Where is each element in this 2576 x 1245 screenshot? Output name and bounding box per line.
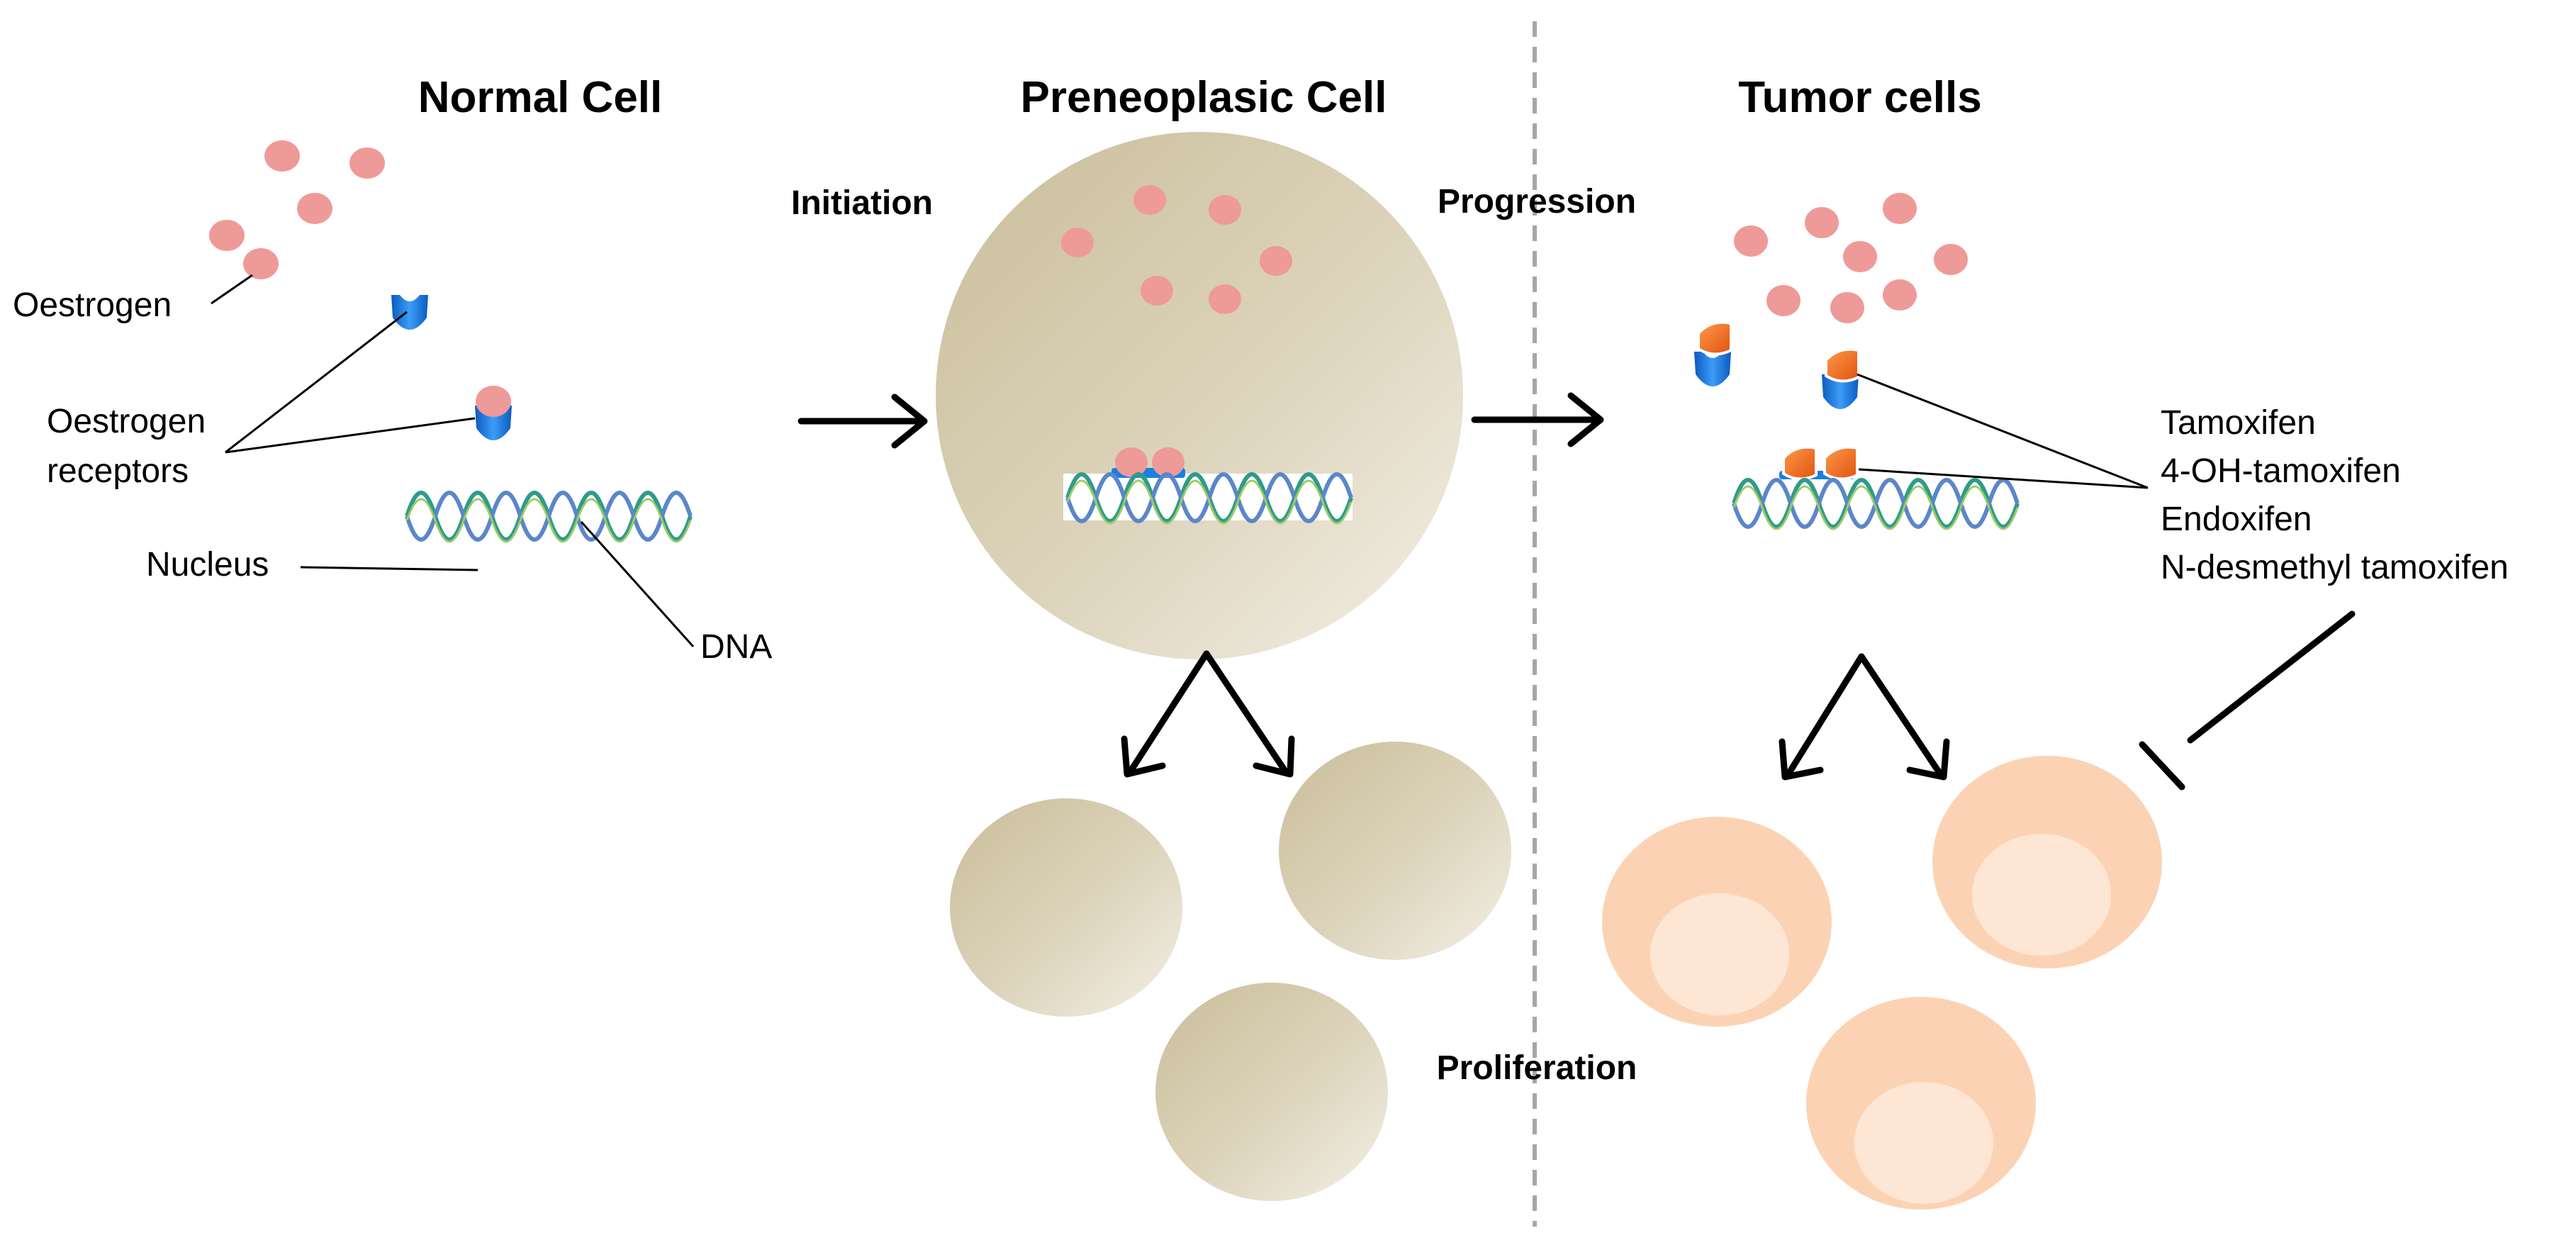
proliferation-arrows-preneoplastic <box>1121 650 1295 778</box>
tumor-cell-1 <box>1602 817 1832 1027</box>
initiation-arrow <box>797 393 928 449</box>
oestrogen-molecules-tumor <box>1734 193 1968 323</box>
receptor-with-drug-1 <box>1694 320 1732 386</box>
bound-drugs-on-dna <box>1779 445 1859 481</box>
proliferation-label: Proliferation <box>1437 1049 1637 1087</box>
title-tumor-cells: Tumor cells <box>1738 73 1981 122</box>
drug-leader-1 <box>1857 373 2149 489</box>
nucleus-leader <box>300 566 478 571</box>
dna-leader <box>580 520 695 648</box>
preneoplastic-cell <box>936 132 1463 659</box>
drug-label-4-oh-tamoxifen: 4-OH-tamoxifen <box>2161 452 2401 490</box>
drug-label-tamoxifen: Tamoxifen <box>2161 404 2316 442</box>
receptors-label-line1: Oestrogen <box>47 403 206 440</box>
receptor-leader-1 <box>225 311 408 454</box>
oestrogen-receptor-bound <box>475 386 512 440</box>
tumor-cell-2 <box>1932 756 2162 968</box>
receptor-leader-2 <box>225 417 476 454</box>
oestrogen-receptor-empty <box>391 295 428 330</box>
oestrogen-molecules-normal <box>209 140 385 279</box>
oestrogen-label: Oestrogen <box>13 286 172 324</box>
progression-arrow <box>1471 392 1604 447</box>
receptor-with-drug-2 <box>1822 347 1860 409</box>
dna-label: DNA <box>700 628 772 666</box>
dna-helix-normal <box>407 493 690 542</box>
dna-helix-tumor <box>1734 480 2017 529</box>
inhibition-symbol <box>2139 610 2356 791</box>
oestrogen-leader <box>211 274 253 305</box>
tumor-cell-3 <box>1806 997 2036 1210</box>
drug-label-endoxifen: Endoxifen <box>2161 501 2312 538</box>
daughter-cells-preneoplastic <box>950 742 1511 1201</box>
nucleus-label: Nucleus <box>146 546 269 584</box>
oestrogen-molecules-preneoplastic <box>1061 185 1292 314</box>
receptors-label-line2: receptors <box>47 452 189 490</box>
drug-label-n-desmethyl-tamoxifen: N-desmethyl tamoxifen <box>2161 549 2509 586</box>
drug-leader-2 <box>1858 468 2149 489</box>
progression-label: Progression <box>1438 183 1636 220</box>
title-preneoplastic-cell: Preneoplasic Cell <box>1021 73 1387 122</box>
proliferation-arrows-tumor <box>1779 653 1950 781</box>
initiation-label: Initiation <box>791 184 933 222</box>
title-normal-cell: Normal Cell <box>418 73 663 122</box>
